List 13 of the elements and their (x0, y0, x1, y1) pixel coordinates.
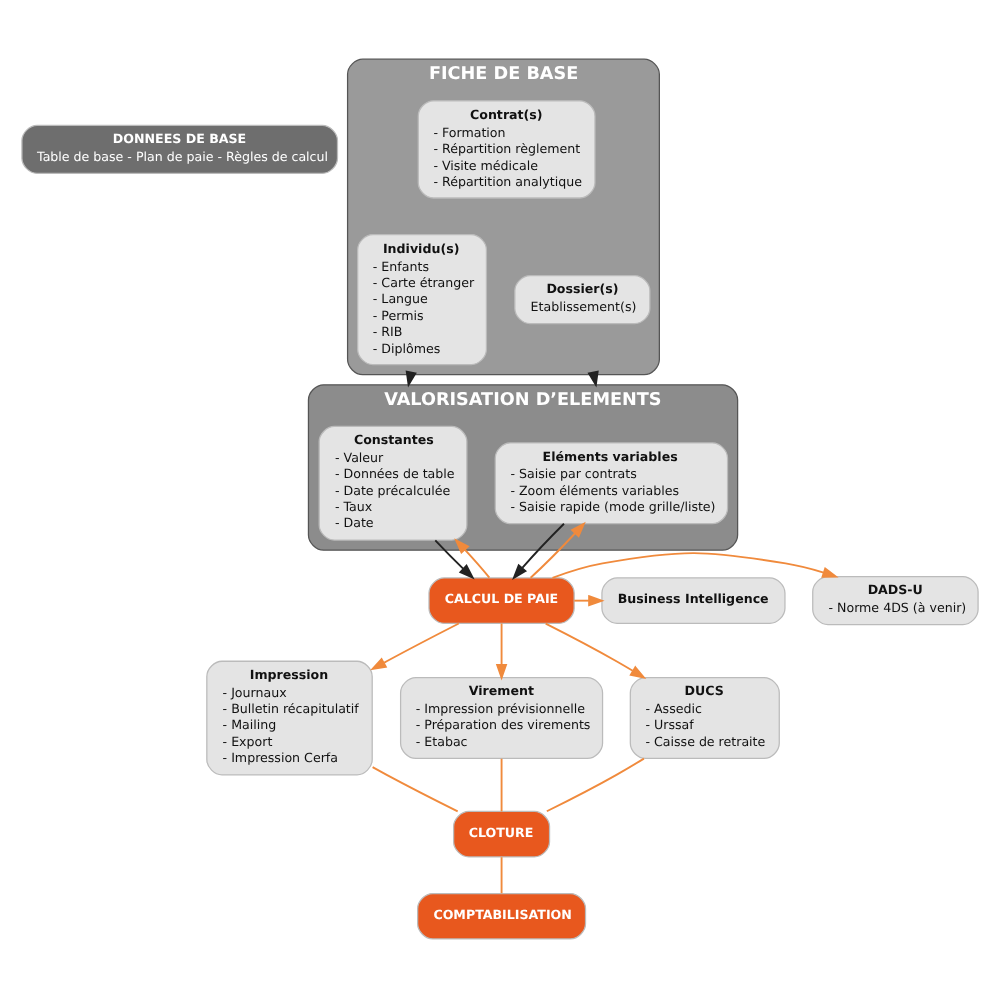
arrow (512, 521, 565, 579)
arrow (544, 621, 647, 679)
connector (500, 756, 503, 812)
connector (371, 765, 459, 812)
arrow (454, 537, 491, 578)
connector (500, 855, 503, 894)
arrow (529, 520, 586, 578)
arrow (573, 593, 605, 606)
connector (545, 756, 645, 812)
arrow (434, 538, 475, 579)
arrow (370, 621, 460, 670)
arrow (495, 621, 508, 680)
arrow (551, 551, 839, 578)
